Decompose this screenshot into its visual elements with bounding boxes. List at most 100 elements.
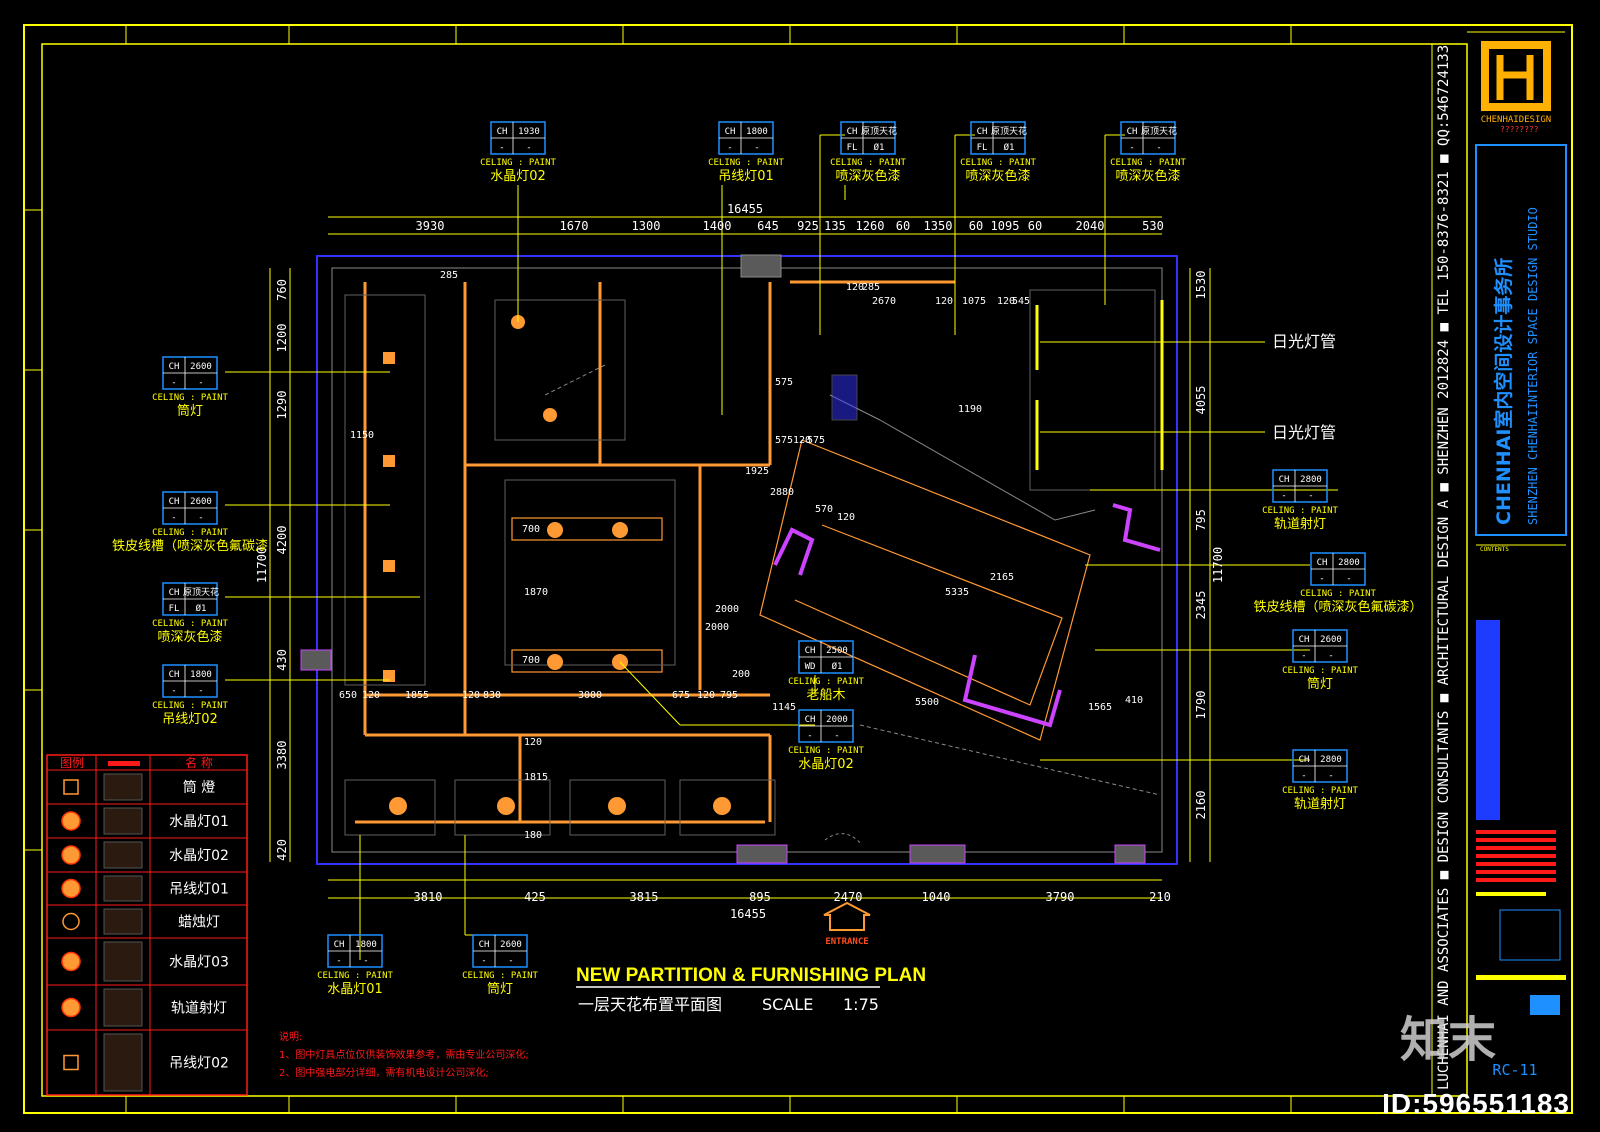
legend-table: 图例 名 称 筒 燈水晶灯01水晶灯02吊线灯01蜡烛灯水晶灯03轨道射灯吊线灯… bbox=[46, 754, 248, 1096]
tag-ch: CH bbox=[977, 127, 988, 137]
legend-header-name: 名 称 bbox=[185, 755, 213, 770]
callout-fluorescent-tube: 日光灯管 bbox=[1272, 332, 1336, 351]
pendant-light-02-icon bbox=[543, 408, 557, 422]
dim-top-seg: 1300 bbox=[632, 219, 661, 233]
tag-name: 筒灯 bbox=[177, 403, 203, 419]
callouts: 日光灯管 日光灯管 bbox=[1272, 332, 1336, 442]
legend-symbol-icon bbox=[61, 811, 81, 831]
tag-note: CELING : PAINT bbox=[1262, 506, 1338, 516]
tag-height: 2600 bbox=[500, 940, 522, 950]
dim-inner: 1855 bbox=[405, 690, 429, 701]
dim-inner: 5335 bbox=[945, 587, 969, 598]
tag-name: 喷深灰色漆 bbox=[157, 629, 222, 645]
dim-left-seg: 1290 bbox=[275, 391, 289, 420]
tag-note: CELING : PAINT bbox=[152, 528, 228, 538]
dim-inner: 2670 bbox=[872, 296, 896, 307]
tag-name: 吊线灯01 bbox=[718, 169, 774, 184]
tag-name: 水晶灯02 bbox=[798, 757, 854, 772]
scale-value: 1:75 bbox=[843, 995, 879, 1014]
tag-name: 吊线灯02 bbox=[162, 712, 218, 727]
firm-vertical-text: LUCHENHAI AND ASSOCIATES ■ DESIGN CONSUL… bbox=[1436, 45, 1452, 1090]
tag-ch: CH bbox=[1317, 558, 1328, 568]
legend-symbol-icon bbox=[61, 845, 81, 865]
dim-inner: 1190 bbox=[958, 404, 982, 415]
dim-right-seg: 4055 bbox=[1194, 386, 1208, 415]
tag-fl: - bbox=[1319, 574, 1324, 584]
tag-note: CELING : PAINT bbox=[152, 701, 228, 711]
chandelier-icon bbox=[608, 797, 626, 815]
plan-title-en: NEW PARTITION & FURNISHING PLAN bbox=[576, 965, 926, 986]
dim-inner: 1815 bbox=[524, 772, 548, 783]
legend-photo bbox=[103, 773, 143, 801]
outer-walls bbox=[300, 254, 1178, 865]
legend-photo bbox=[103, 988, 143, 1027]
chandelier-icon bbox=[547, 522, 563, 538]
dim-top-seg: 645 bbox=[757, 219, 779, 233]
tag-fl: - bbox=[727, 143, 732, 153]
dim-right-seg: 1790 bbox=[1194, 691, 1208, 720]
entrance-label: ENTRANCE bbox=[825, 937, 868, 947]
dimension-lines bbox=[269, 216, 1211, 899]
dim-inner: 120 bbox=[837, 512, 855, 523]
callout-fluorescent-tube: 日光灯管 bbox=[1272, 423, 1336, 442]
dim-inner: 120 bbox=[846, 282, 864, 293]
tag-fl: FL bbox=[169, 604, 180, 614]
tag-note: CELING : PAINT bbox=[1300, 589, 1376, 599]
bottom-dimensions: 3810 425 3815 895 2470 1040 3790 210 164… bbox=[414, 890, 1171, 921]
legend-header-symbol: 图例 bbox=[60, 756, 84, 770]
dim-inner: 570 bbox=[815, 504, 833, 515]
tag-fl: - bbox=[499, 143, 504, 153]
diagonal-grey-wall bbox=[544, 364, 1161, 796]
tag-name: 筒灯 bbox=[1307, 676, 1333, 692]
tag-name: 水晶灯02 bbox=[490, 169, 546, 184]
dim-inner: 120 bbox=[524, 737, 542, 748]
dim-inner: 5500 bbox=[915, 697, 939, 708]
tag-height: 1930 bbox=[518, 127, 540, 137]
legend-item-label: 水晶灯03 bbox=[169, 955, 229, 971]
notes-line: 1、图中灯具点位仅供装饰效果参考，需由专业公司深化; bbox=[279, 1048, 529, 1061]
plan-title: NEW PARTITION & FURNISHING PLAN 一层天花布置平面… bbox=[576, 965, 926, 1014]
legend-item-label: 吊线灯01 bbox=[169, 882, 229, 898]
dim-top-seg: 2040 bbox=[1076, 219, 1105, 233]
purple-partitions bbox=[773, 503, 1161, 728]
tag-height: 2800 bbox=[1338, 558, 1360, 568]
tag-value: - bbox=[198, 686, 203, 696]
tag-note: CELING : PAINT bbox=[788, 746, 864, 756]
tag-note: CELING : PAINT bbox=[152, 619, 228, 629]
legend-symbol-icon bbox=[63, 779, 79, 795]
chandelier-icon bbox=[713, 797, 731, 815]
dim-inner: 410 bbox=[1125, 695, 1143, 706]
dim-bottom-seg: 3810 bbox=[414, 890, 443, 904]
tag-ch: CH bbox=[1299, 755, 1310, 765]
tag-fl: - bbox=[1301, 651, 1306, 661]
dim-inner: 1565 bbox=[1088, 702, 1112, 713]
dim-inner: 2880 bbox=[770, 487, 794, 498]
tag-note: CELING : PAINT bbox=[1282, 666, 1358, 676]
tag-note: CELING : PAINT bbox=[317, 971, 393, 981]
dim-inner: 650 bbox=[339, 690, 357, 701]
ceiling-inner-lines bbox=[511, 439, 1091, 741]
tag-ch: CH bbox=[1127, 127, 1138, 137]
legend-photo bbox=[103, 875, 143, 902]
dim-left-seg: 1200 bbox=[275, 324, 289, 353]
tag-value: - bbox=[508, 956, 513, 966]
ceiling-beams bbox=[355, 280, 955, 824]
tag-value: - bbox=[526, 143, 531, 153]
legend-symbol-icon bbox=[61, 951, 81, 972]
contents-label: CONTENTS bbox=[1480, 546, 1509, 553]
tag-fl: - bbox=[1301, 771, 1306, 781]
tag-height: 2800 bbox=[1320, 755, 1342, 765]
dim-top-seg: 60 bbox=[969, 219, 983, 233]
tag-height: 原顶天花 bbox=[861, 125, 897, 137]
tag-note: CELING : PAINT bbox=[480, 158, 556, 168]
legend-photo bbox=[103, 841, 143, 869]
